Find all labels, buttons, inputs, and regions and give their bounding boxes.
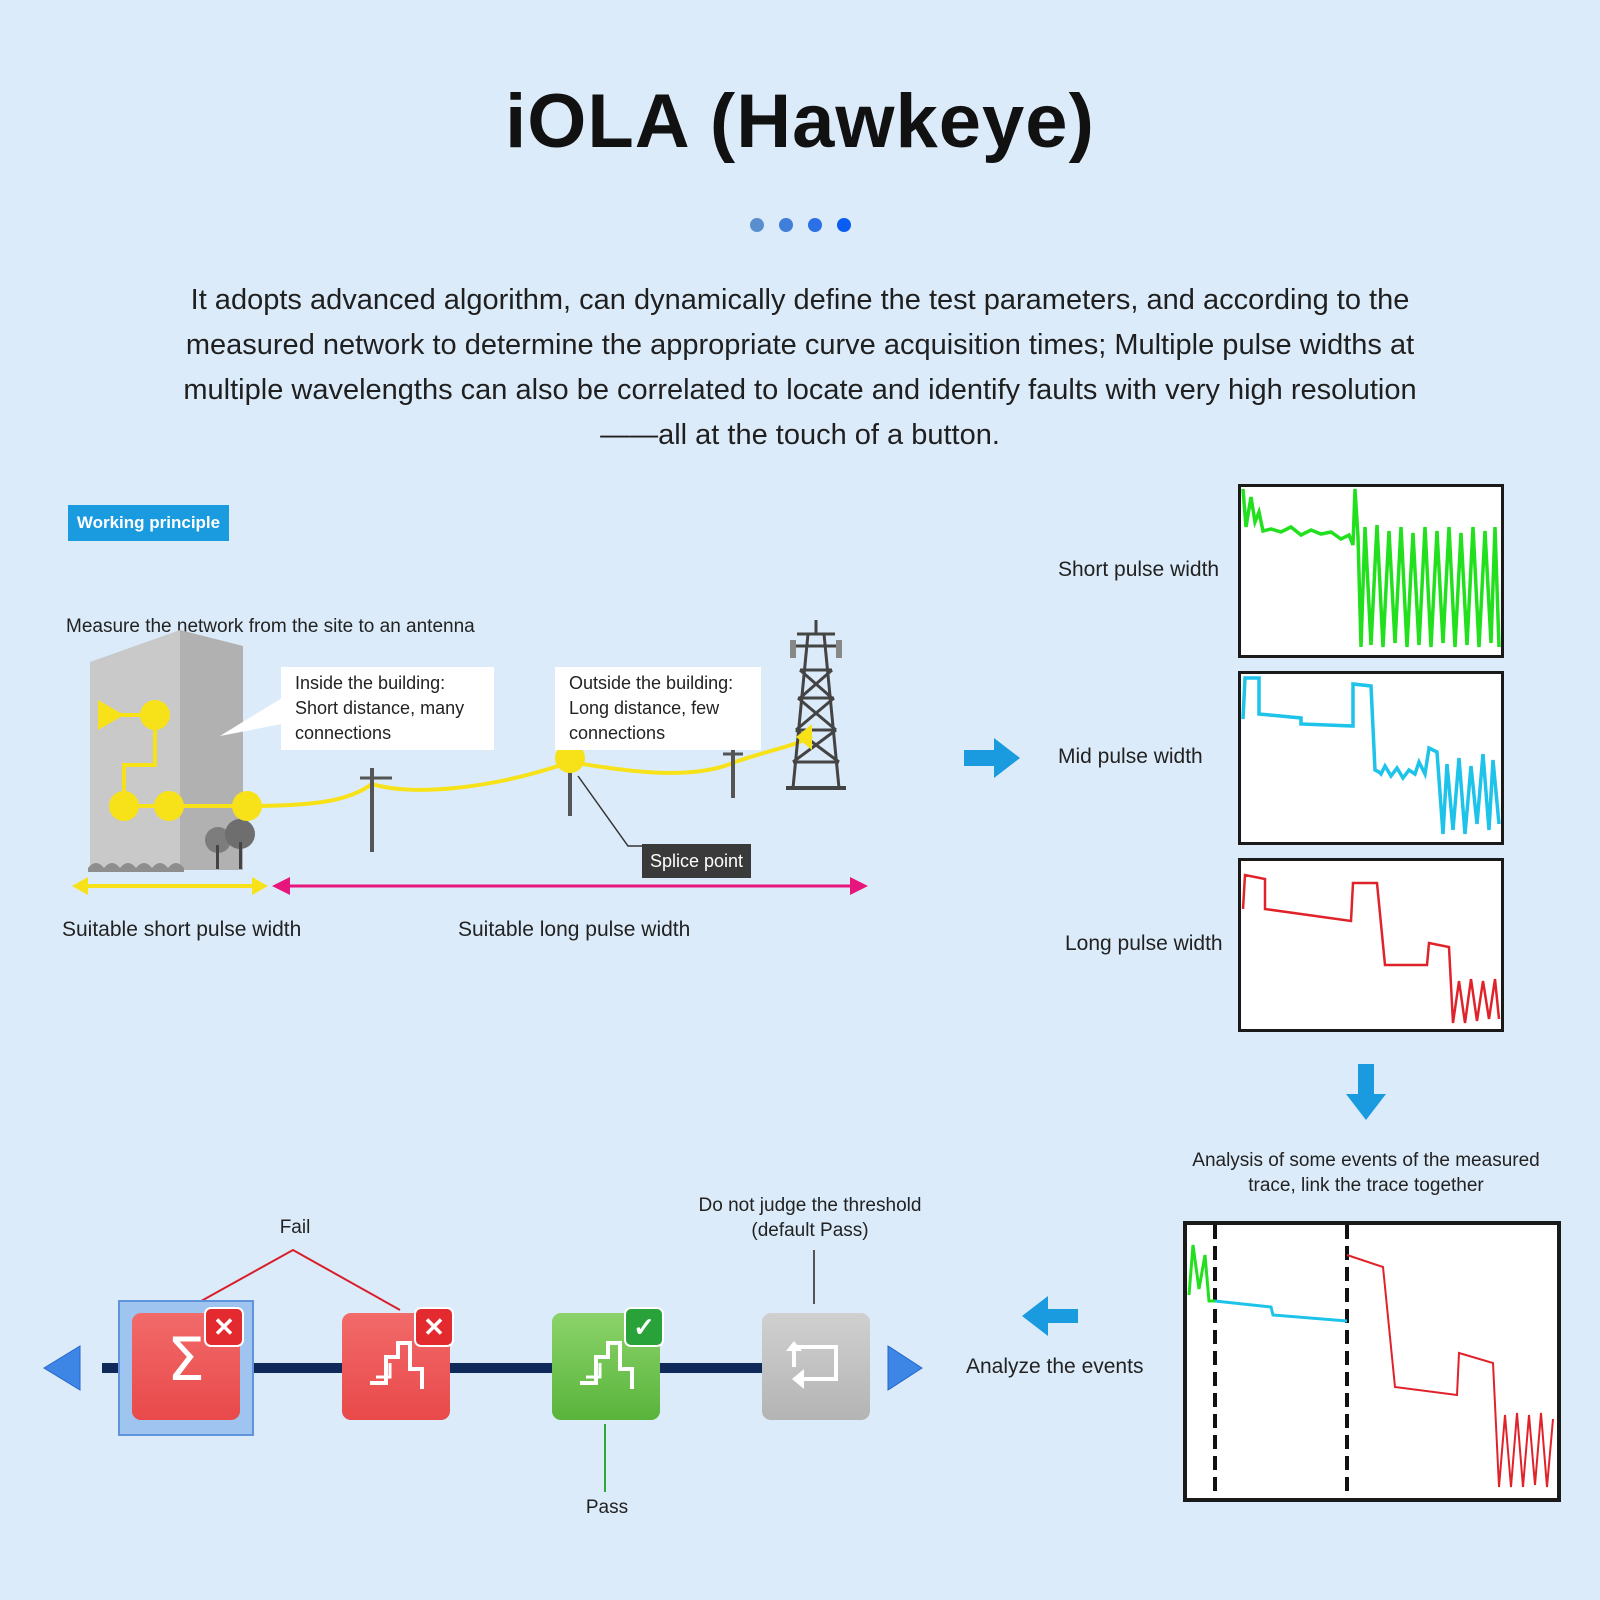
down-arrow-icon [1346, 1064, 1386, 1120]
analyze-events-label: Analyze the events [966, 1355, 1144, 1378]
pagination-dots [0, 218, 1600, 232]
short-pulse-label: Short pulse width [1058, 558, 1220, 581]
loop-event-button[interactable] [762, 1313, 870, 1420]
mid-pulse-trace-panel [1238, 671, 1504, 845]
fail-badge-icon: ✕ [414, 1307, 454, 1347]
pulse-icon [370, 1341, 424, 1389]
pole-3 [723, 746, 743, 798]
combined-short-segment [1187, 1244, 1215, 1303]
long-range-label: Suitable long pulse width [458, 918, 691, 941]
pass-label: Pass [585, 1497, 629, 1518]
analysis-caption: Analysis of some events of the measured … [1192, 1150, 1540, 1196]
short-pulse-trace [1241, 488, 1501, 648]
measure-label: Measure the network from the site to an … [66, 616, 475, 637]
connection-point [140, 700, 170, 730]
pass-event-button[interactable]: ✓ [552, 1307, 664, 1420]
fail-badge-icon: ✕ [204, 1307, 244, 1347]
long-range-arrow [272, 877, 868, 895]
antenna-tower [786, 620, 846, 790]
pulse-icon [580, 1341, 634, 1389]
tower-antenna-panel [836, 640, 842, 658]
splice-point-dot [555, 743, 585, 773]
dot-2 [778, 218, 793, 232]
dot-3 [807, 218, 822, 232]
combined-trace [1187, 1225, 1554, 1498]
sum-event-button[interactable]: Σ ✕ [132, 1307, 244, 1420]
building-front [90, 630, 180, 870]
page-title: iOLA (Hawkeye) [505, 79, 1095, 164]
combined-trace-panel [1183, 1221, 1561, 1502]
connection-point [154, 791, 184, 821]
short-range-arrow [72, 877, 268, 895]
sigma-icon: Σ [167, 1325, 205, 1395]
splice-point-label: Splice point [642, 844, 752, 878]
working-principle-badge: Working principle [68, 505, 229, 541]
mid-pulse-trace [1241, 676, 1501, 835]
dot-4 [836, 218, 851, 232]
nav-right-icon [887, 1345, 923, 1391]
connection-point [109, 791, 139, 821]
inside-building-callout: Inside the building: Short distance, man… [281, 667, 494, 750]
network-diagram [72, 620, 868, 895]
callout-tail [220, 698, 282, 736]
long-pulse-trace [1241, 873, 1501, 1024]
dot-1 [749, 218, 764, 232]
tower-connector-arrow [796, 724, 812, 750]
inner-connector-arrow [98, 700, 124, 730]
long-pulse-trace-panel [1238, 858, 1504, 1032]
building-side [180, 630, 243, 870]
short-range-label: Suitable short pulse width [62, 918, 302, 941]
outside-building-callout: Outside the building: Long distance, few… [555, 667, 761, 750]
loop-icon [786, 1341, 838, 1389]
fail-label: Fail [279, 1217, 311, 1238]
tower-antenna-panel [790, 640, 796, 658]
intro-paragraph: It adopts advanced algorithm, can dynami… [183, 284, 1417, 451]
combined-mid-segment [1214, 1299, 1348, 1323]
combined-long-segment [1346, 1254, 1554, 1488]
right-arrow-icon [964, 738, 1020, 778]
mid-pulse-label: Mid pulse width [1058, 745, 1203, 768]
reflect-event-button[interactable]: ✕ [342, 1307, 454, 1420]
fail-connector [184, 1248, 401, 1311]
short-pulse-trace-panel [1238, 484, 1504, 658]
left-arrow-icon [1022, 1296, 1078, 1336]
threshold-label: Do not judge the threshold (default Pass… [698, 1195, 922, 1241]
nav-left-icon [43, 1345, 81, 1391]
tree-1 [205, 827, 231, 853]
long-pulse-label: Long pulse width [1065, 932, 1223, 955]
bushes [88, 863, 184, 872]
tree-2 [225, 819, 255, 849]
pole-1 [360, 768, 392, 852]
pass-badge-icon: ✓ [624, 1307, 664, 1347]
